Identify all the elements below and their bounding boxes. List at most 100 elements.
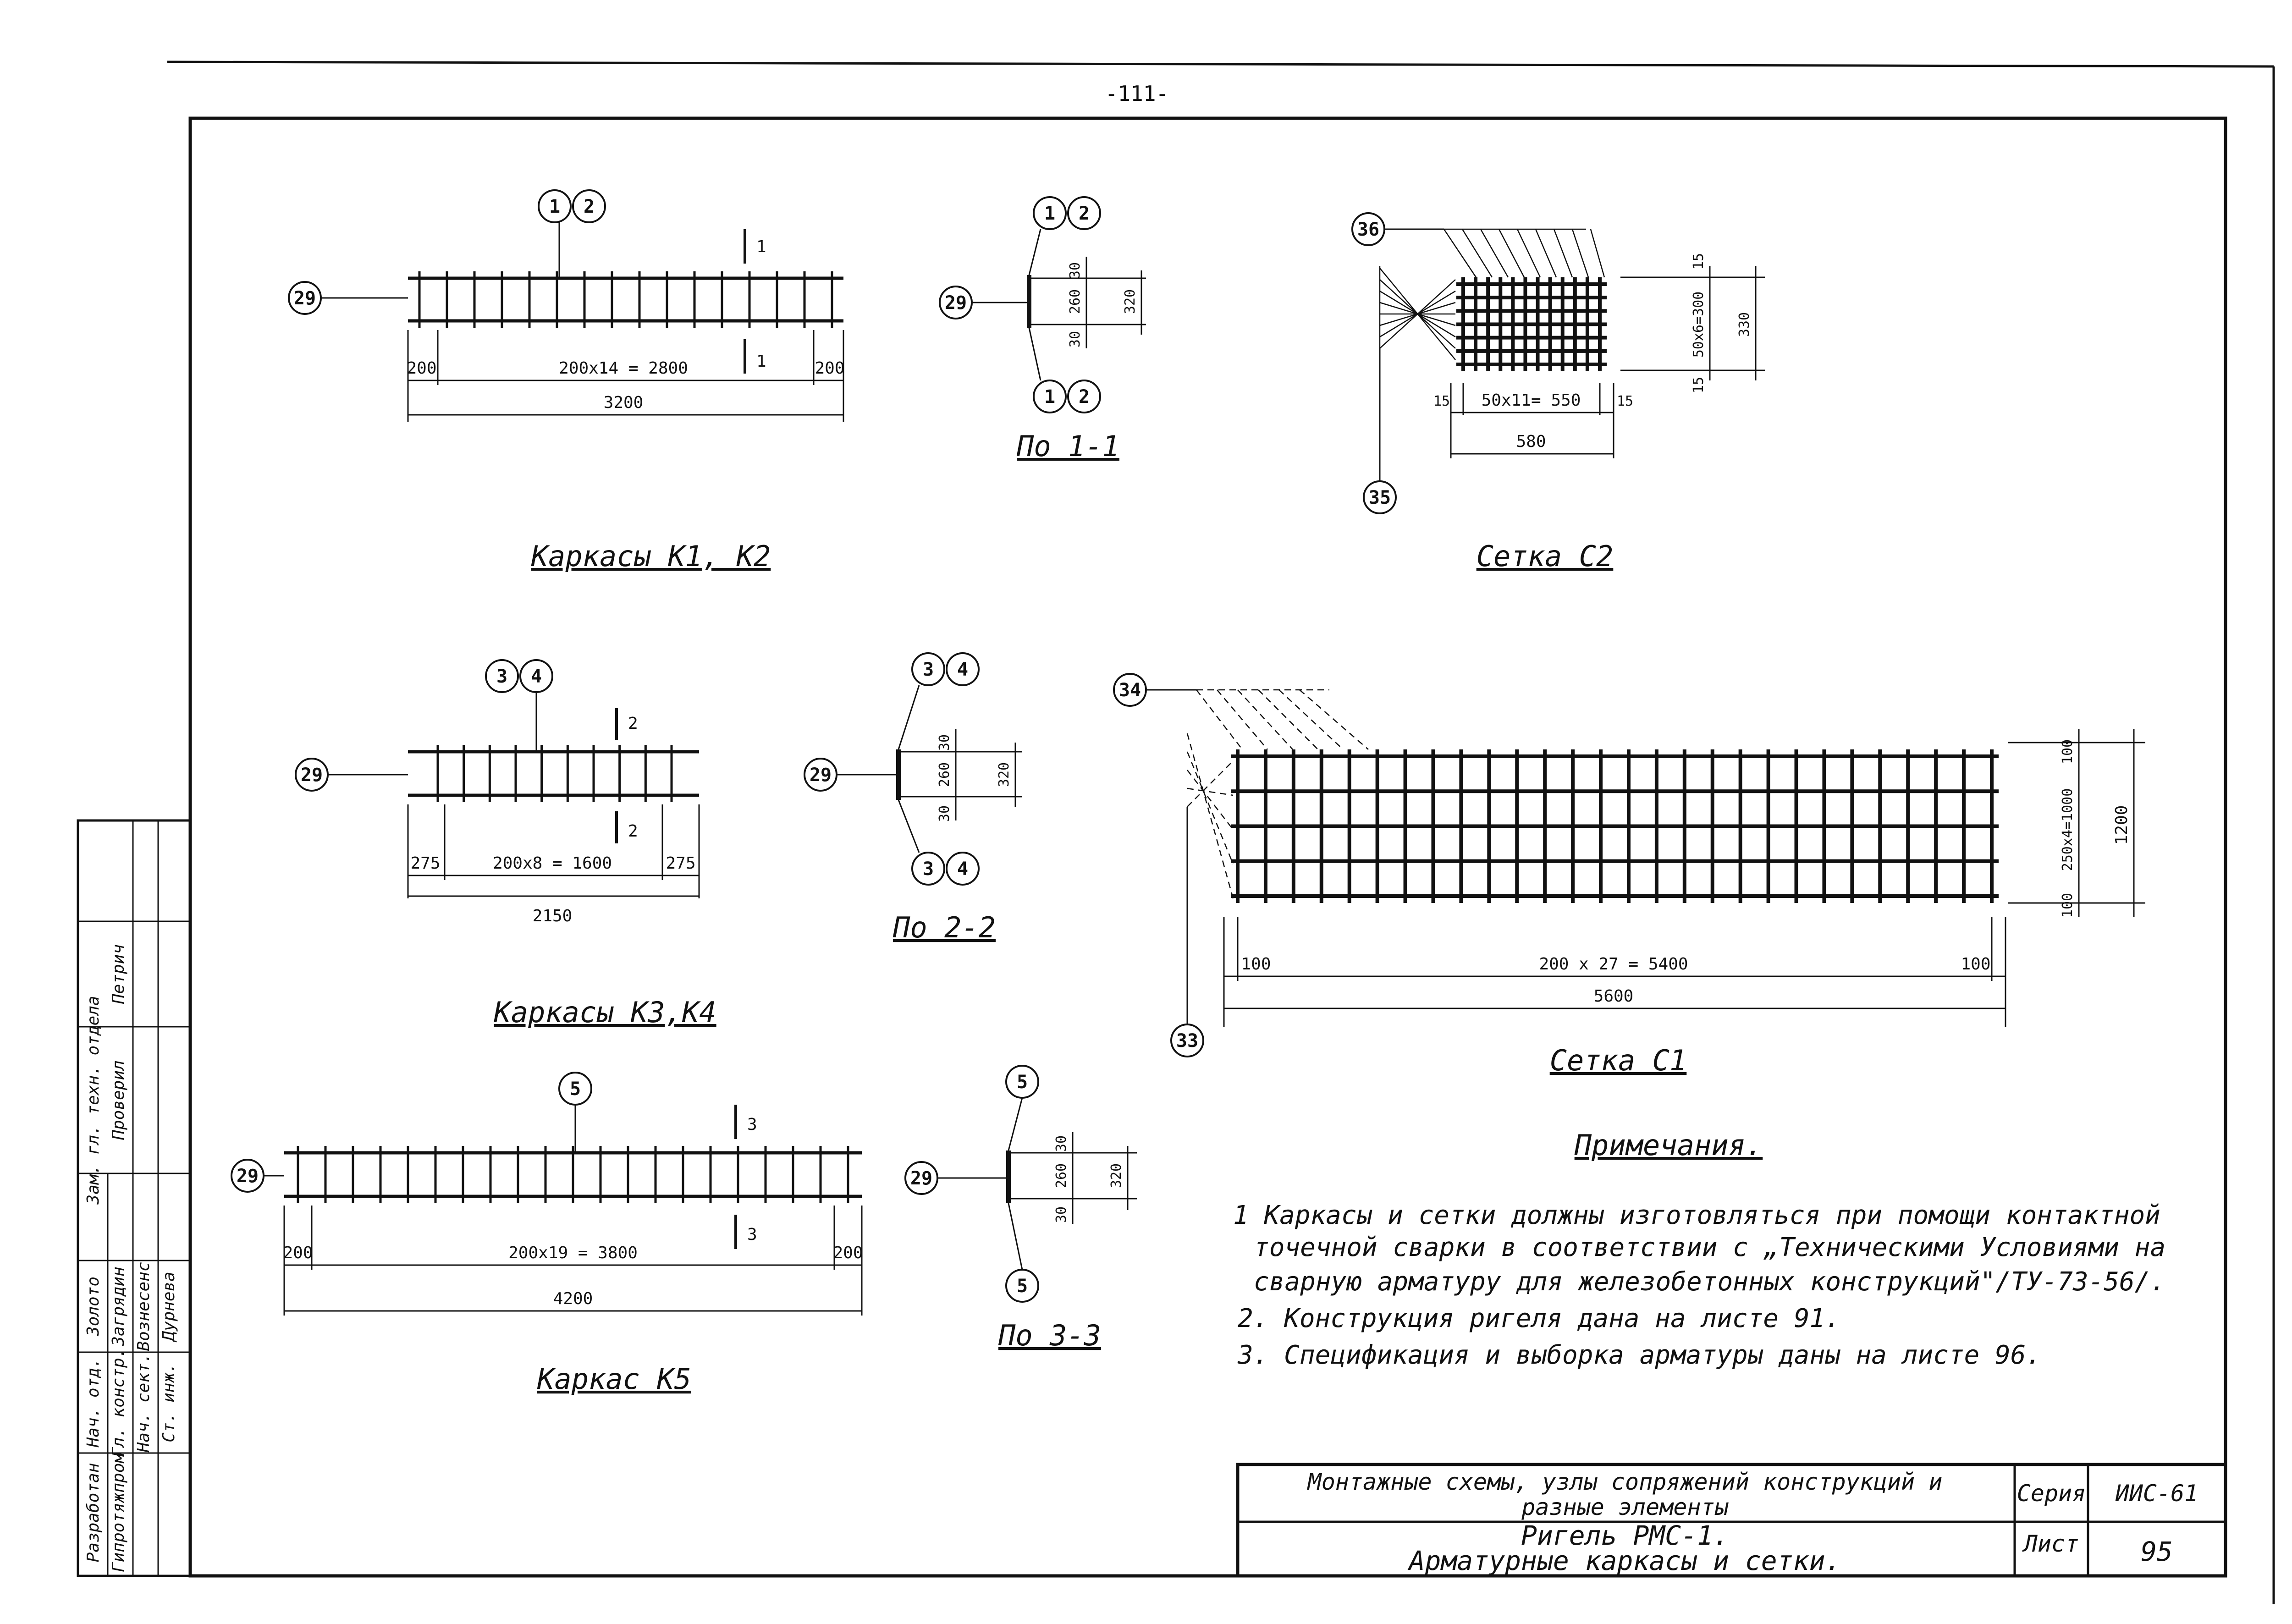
project-title-line2: разные элементы [1521,1494,1729,1520]
svg-text:15: 15 [1691,253,1707,270]
sheet-title-line1: Ригель РМС-1. [1521,1520,1729,1551]
series-value: ИИС-61 [2115,1480,2198,1507]
sheet-title-line2: Арматурные каркасы и сетки. [1408,1545,1841,1576]
mesh-c2: 36 35 15 50x11= 550 15 580 15 50x6=300 1… [1351,212,1765,573]
svg-text:29: 29 [810,765,832,786]
frame-k3k4: 29 3 4 2 2 275 200x8 = 1600 275 2150 Кар… [295,659,716,1029]
svg-text:260: 260 [937,762,953,787]
svg-text:200: 200 [833,1244,863,1262]
svg-text:5: 5 [570,1079,581,1100]
svg-text:1: 1 [549,196,560,217]
svg-text:30: 30 [937,734,953,751]
svg-text:100: 100 [2060,739,2076,764]
svg-text:30: 30 [1053,1135,1069,1152]
sheet-number: 95 [2141,1536,2173,1567]
svg-text:2: 2 [584,196,595,217]
svg-text:2: 2 [628,822,638,841]
svg-text:250x4=1000: 250x4=1000 [2060,788,2076,871]
svg-text:320: 320 [996,762,1012,787]
svg-text:Проверил: Проверил [109,1060,128,1140]
svg-text:35: 35 [1369,487,1391,508]
title-section-1-1: По 1-1 [1016,429,1119,463]
svg-text:Вознесенс: Вознесенс [134,1261,153,1351]
svg-text:200x8 = 1600: 200x8 = 1600 [493,854,612,873]
note-line-3: сварную арматуру для железобетонных конс… [1254,1267,2165,1297]
callout-29-k1: 29 [288,281,408,315]
svg-text:29: 29 [301,765,323,786]
note-line-5: 3. Спецификация и выборка арматуры даны … [1237,1340,2041,1370]
notes-heading: Примечания. [1574,1129,1763,1162]
svg-text:2: 2 [1079,203,1090,224]
title-k3k4: Каркасы К3,К4 [493,996,716,1029]
svg-text:200: 200 [407,359,436,378]
callout-1-2-k1: 1 2 [538,189,606,278]
svg-text:3: 3 [747,1225,757,1244]
svg-text:1: 1 [756,237,766,256]
svg-text:3: 3 [496,666,507,687]
svg-text:Гл. констр.: Гл. констр. [109,1348,128,1457]
section-2-2: 3 4 3 4 29 30 260 30 320 По 2-2 [804,652,1022,944]
svg-text:29: 29 [294,288,316,309]
svg-text:4: 4 [957,659,968,680]
svg-text:1: 1 [1044,203,1055,224]
svg-text:200: 200 [815,359,844,378]
svg-text:Дурнева: Дурнева [160,1272,178,1343]
svg-text:33: 33 [1176,1030,1198,1051]
svg-text:30: 30 [1067,331,1083,347]
frame-k5: 29 5 3 3 200 200x19 = 3800 200 4200 Карк… [231,1072,863,1396]
svg-text:275: 275 [410,854,440,873]
title-k1k2: Каркасы К1, К2 [531,539,771,573]
svg-text:15: 15 [1691,377,1707,393]
svg-text:Золото: Золото [84,1277,103,1337]
sheet-label: Лист [2022,1530,2079,1557]
svg-text:30: 30 [937,805,953,822]
svg-text:320: 320 [1122,289,1138,314]
svg-text:Разработан: Разработан [84,1463,103,1563]
svg-text:30: 30 [1067,262,1083,279]
svg-text:36: 36 [1357,219,1379,240]
svg-text:29: 29 [910,1168,932,1189]
svg-text:3200: 3200 [604,393,644,412]
svg-text:30: 30 [1053,1206,1069,1223]
svg-text:3: 3 [747,1115,757,1134]
note-line-2: точечной сварки в соответствии с „Технич… [1254,1233,2165,1262]
svg-text:4: 4 [531,666,542,687]
svg-text:34: 34 [1119,680,1141,701]
svg-text:29: 29 [237,1166,259,1187]
title-c1: Сетка С1 [1550,1044,1687,1077]
svg-text:Петрич: Петрич [109,944,128,1004]
svg-text:4200: 4200 [553,1289,593,1308]
svg-text:200x14 = 2800: 200x14 = 2800 [559,359,688,378]
svg-text:200: 200 [283,1244,313,1262]
section-3-3: 5 5 29 30 260 30 320 По 3-3 [904,1065,1137,1352]
svg-text:1: 1 [756,352,766,371]
svg-text:5: 5 [1017,1072,1028,1093]
svg-text:Ст. инж.: Ст. инж. [160,1363,178,1442]
svg-text:5600: 5600 [1594,987,1634,1006]
svg-text:1: 1 [1044,386,1055,407]
svg-text:29: 29 [945,292,967,314]
svg-text:1200: 1200 [2112,805,2131,845]
svg-text:Зам. гл. техн. отдела: Зам. гл. техн. отдела [84,996,103,1205]
svg-text:Нач. отд.: Нач. отд. [84,1358,103,1448]
title-section-2-2: По 2-2 [893,911,996,944]
svg-text:50x11= 550: 50x11= 550 [1482,391,1581,410]
mesh-c1: 34 33 100 200 x 27 = 5400 100 5600 100 2… [1113,673,2145,1077]
project-title-line1: Монтажные схемы, узлы сопряжений констру… [1307,1469,1943,1495]
svg-text:200 x 27 = 5400: 200 x 27 = 5400 [1539,955,1688,974]
svg-text:15: 15 [1433,393,1450,409]
svg-text:580: 580 [1516,432,1546,451]
svg-text:3: 3 [923,859,934,880]
svg-text:2: 2 [628,714,638,733]
svg-text:100: 100 [2060,893,2076,918]
svg-text:3: 3 [923,659,934,680]
svg-text:260: 260 [1067,289,1083,314]
svg-text:2150: 2150 [533,907,573,925]
svg-text:2: 2 [1079,386,1090,407]
svg-text:100: 100 [1241,955,1271,974]
svg-text:330: 330 [1736,312,1752,337]
svg-text:5: 5 [1017,1276,1028,1297]
section-1-1: 1 2 1 2 29 30 260 30 320 По 1-1 [939,196,1146,463]
svg-text:320: 320 [1108,1163,1124,1188]
svg-text:Загрядин: Загрядин [109,1266,128,1346]
